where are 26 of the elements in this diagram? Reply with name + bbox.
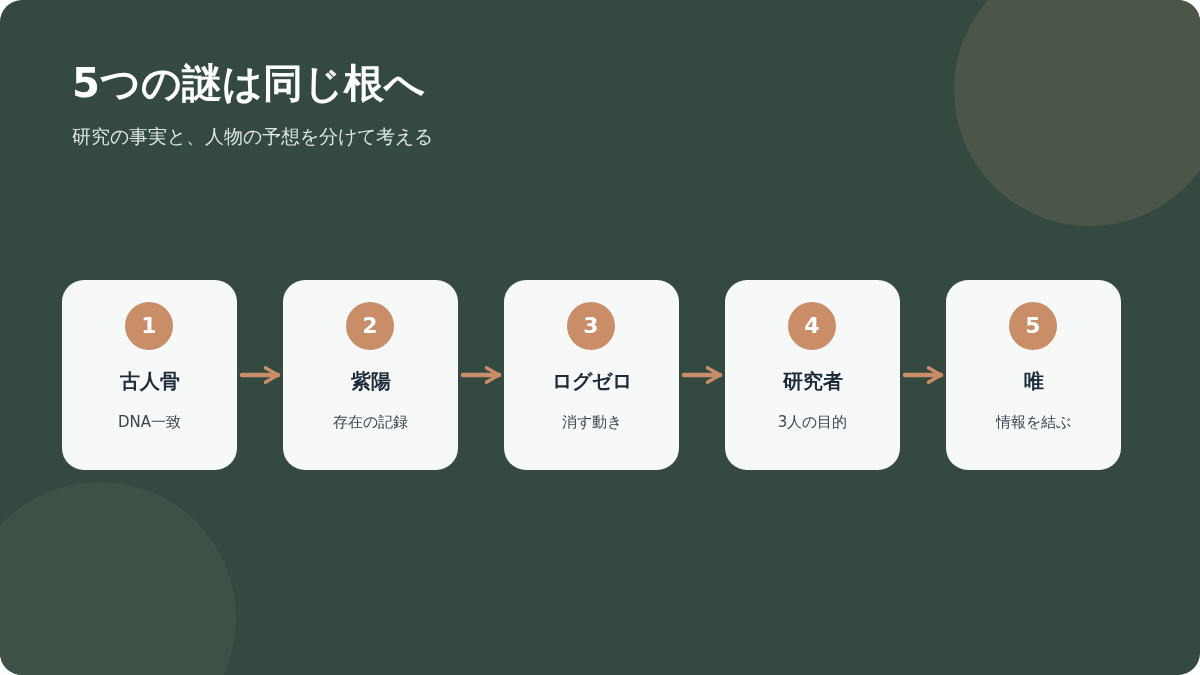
step-description: 消す動き — [560, 413, 623, 432]
step-card — [946, 280, 1121, 470]
step-title: 唯 — [1022, 368, 1045, 395]
step-title: 古人骨 — [118, 368, 181, 395]
arrow — [902, 366, 944, 384]
step-number: 5 — [1009, 302, 1057, 350]
step-card — [504, 280, 679, 470]
arrow — [681, 366, 723, 384]
step-description: DNA一致 — [116, 413, 182, 432]
step-number: 3 — [567, 302, 615, 350]
arrow — [239, 366, 281, 384]
step-title: ログゼロ — [550, 368, 633, 395]
subtitle: 研究の事実と、人物の予想を分けて考える — [72, 124, 433, 149]
step-description: 存在の記録 — [332, 413, 409, 432]
arrow — [460, 366, 502, 384]
step-description: 3人の目的 — [776, 413, 849, 432]
step-description: 情報を結ぶ — [994, 413, 1072, 432]
step-number: 1 — [125, 302, 173, 350]
step-title: 紫陽 — [349, 368, 392, 395]
step-card — [725, 280, 900, 470]
title: 5つの謎は同じ根へ — [72, 59, 425, 108]
step-number: 4 — [788, 302, 836, 350]
step-card — [283, 280, 458, 470]
step-title: 研究者 — [781, 368, 844, 395]
step-number: 2 — [346, 302, 394, 350]
step-card — [62, 280, 237, 470]
